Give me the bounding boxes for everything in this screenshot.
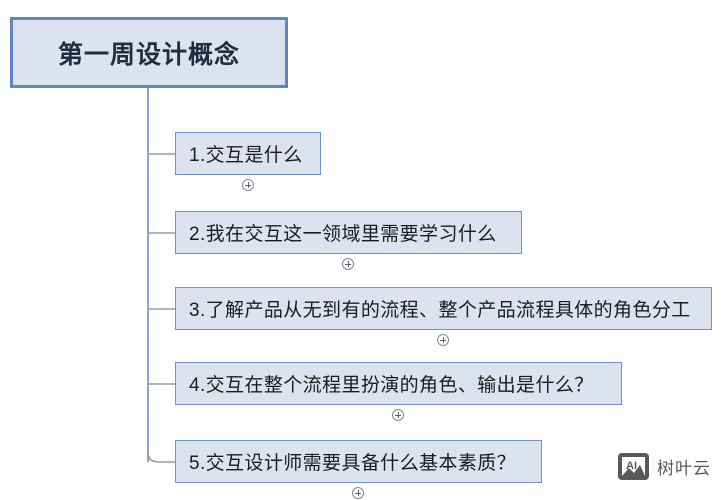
watermark-icon-text: AI — [626, 460, 637, 472]
branch-node-1-label: 1.交互是什么 — [189, 145, 303, 166]
branch-node-5[interactable]: 5.交互设计师需要具备什么基本素质？ — [175, 440, 542, 483]
watermark: AI 树叶云 — [617, 452, 711, 481]
branch-node-4[interactable]: 4.交互在整个流程里扮演的角色、输出是什么？ — [175, 362, 622, 405]
branch-node-4-label: 4.交互在整个流程里扮演的角色、输出是什么？ — [189, 375, 594, 396]
expand-toggle-1[interactable] — [242, 179, 254, 191]
branch-node-3-label: 3.了解产品从无到有的流程、整个产品流程具体的角色分工 — [189, 300, 691, 321]
image-placeholder-ai-icon: AI — [617, 452, 650, 481]
expand-toggle-3[interactable] — [437, 334, 449, 346]
root-node-label: 第一周设计概念 — [57, 40, 240, 69]
branch-node-2-label: 2.我在交互这一领域里需要学习什么 — [189, 224, 497, 245]
root-node[interactable]: 第一周设计概念 — [10, 17, 288, 88]
watermark-label: 树叶云 — [657, 459, 711, 478]
expand-toggle-2[interactable] — [342, 258, 354, 270]
branch-node-3[interactable]: 3.了解产品从无到有的流程、整个产品流程具体的角色分工 — [175, 287, 712, 330]
branch-node-2[interactable]: 2.我在交互这一领域里需要学习什么 — [175, 211, 522, 254]
expand-toggle-4[interactable] — [392, 409, 404, 421]
expand-toggle-5[interactable] — [352, 487, 364, 499]
branch-line-5 — [147, 451, 175, 463]
branch-node-1[interactable]: 1.交互是什么 — [175, 132, 321, 175]
branch-node-5-label: 5.交互设计师需要具备什么基本素质？ — [189, 453, 517, 474]
